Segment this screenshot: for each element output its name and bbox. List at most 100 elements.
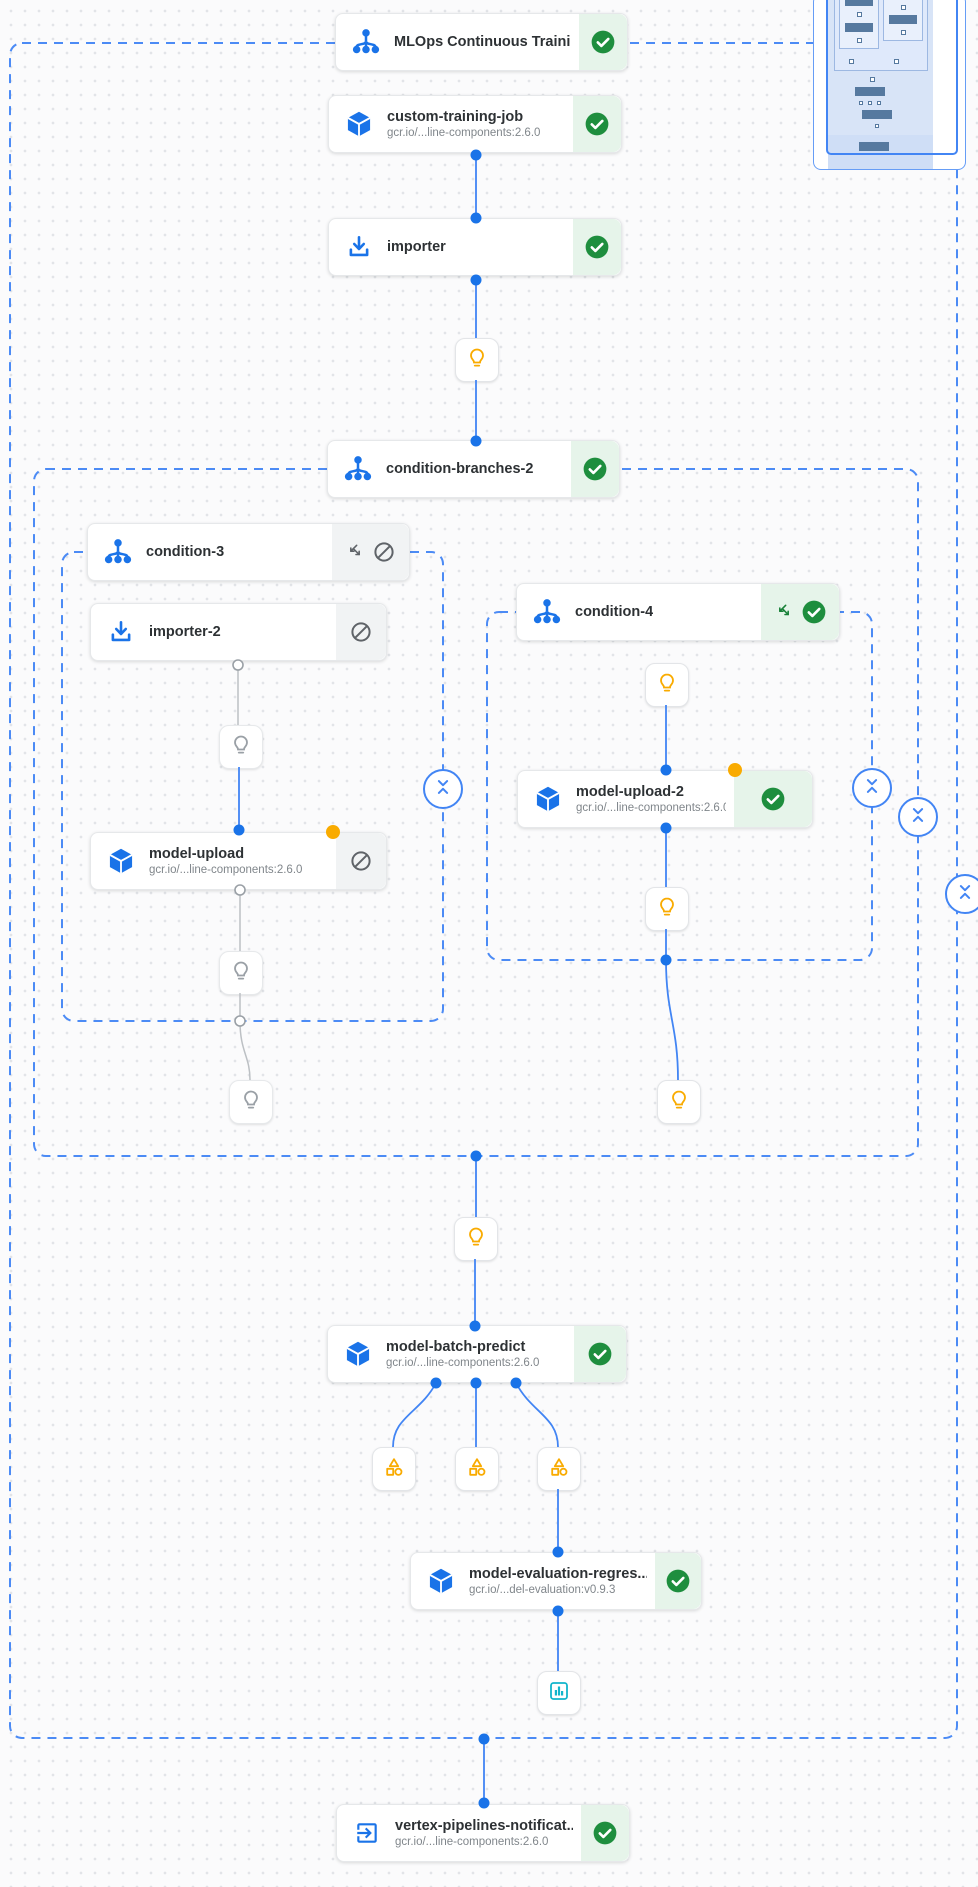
node-importer-2[interactable]: importer-2 <box>90 603 387 661</box>
artifact-bulb-branches-out[interactable] <box>454 1217 498 1261</box>
node-title: model-upload-2 <box>576 783 684 800</box>
cube-icon <box>106 847 136 875</box>
collapse-chevrons-icon <box>432 776 454 803</box>
status-succeeded <box>574 1326 626 1382</box>
lightbulb-icon <box>667 1088 691 1117</box>
collapse-condition-4-button[interactable] <box>852 768 892 808</box>
condition-icon <box>351 27 381 57</box>
minimap-viewport-indicator[interactable] <box>826 0 958 155</box>
artifact-shapes-1[interactable] <box>372 1447 416 1491</box>
cube-icon <box>426 1567 456 1595</box>
minimap[interactable] <box>813 0 966 170</box>
collapse-chevrons-icon <box>954 881 976 908</box>
minimap-artifact-square <box>901 30 906 35</box>
status-succeeded <box>573 96 621 152</box>
artifact-bulb-condition4-out[interactable] <box>657 1080 701 1124</box>
check-circle-icon <box>585 235 609 259</box>
artifact-bulb-after-importer[interactable] <box>455 338 499 382</box>
node-title: custom-training-job <box>387 108 524 125</box>
skipped-icon <box>374 542 394 562</box>
node-subtitle: gcr.io/...line-components:2.6.0 <box>386 1356 540 1369</box>
node-subtitle: gcr.io/...line-components:2.6.0 <box>387 126 541 139</box>
minimap-node-bar <box>845 23 873 32</box>
node-custom-training-job[interactable]: custom-training-job gcr.io/...line-compo… <box>328 95 622 153</box>
minimap-node-bar <box>889 15 917 24</box>
status-succeeded <box>579 14 627 70</box>
check-circle-icon <box>591 30 615 54</box>
check-circle-icon <box>761 787 785 811</box>
status-succeeded <box>573 219 621 275</box>
node-condition-branches-2[interactable]: condition-branches-2 <box>327 440 620 498</box>
minimap-node-bar <box>845 0 873 6</box>
status-succeeded <box>655 1553 701 1609</box>
artifact-bulb-condition3-out[interactable] <box>229 1080 273 1124</box>
status-skipped <box>332 524 409 580</box>
condition-icon <box>532 597 562 627</box>
check-circle-icon <box>588 1342 612 1366</box>
node-title: vertex-pipelines-notificat... <box>395 1817 573 1834</box>
artifact-shapes-2[interactable] <box>455 1447 499 1491</box>
branch-split-icon <box>778 604 789 616</box>
node-title: condition-4 <box>575 604 654 620</box>
status-succeeded <box>734 771 812 827</box>
node-importer[interactable]: importer <box>328 218 622 276</box>
node-title: condition-3 <box>146 544 225 560</box>
node-subtitle: gcr.io/...line-components:2.6.0 <box>149 863 303 876</box>
metrics-icon <box>547 1679 571 1708</box>
collapse-chevrons-icon <box>907 804 929 831</box>
check-circle-icon <box>585 112 609 136</box>
collapse-pipeline-button[interactable] <box>945 874 978 914</box>
node-title: MLOps Continuous Traini... <box>394 34 571 50</box>
node-mlops-root[interactable]: MLOps Continuous Traini... <box>335 13 628 71</box>
lightbulb-icon <box>229 959 253 988</box>
artifact-bulb-after-model-upload-2[interactable] <box>645 887 689 931</box>
node-subtitle: gcr.io/...line-components:2.6.0 <box>395 1835 549 1848</box>
check-circle-icon <box>802 600 825 624</box>
node-vertex-pipelines-notification[interactable]: vertex-pipelines-notificat... gcr.io/...… <box>336 1804 630 1862</box>
artifact-shapes-3[interactable] <box>537 1447 581 1491</box>
collapse-chevrons-icon <box>861 775 883 802</box>
lightbulb-icon <box>239 1088 263 1117</box>
node-subtitle: gcr.io/...del-evaluation:v0.9.3 <box>469 1583 616 1596</box>
collapse-condition-3-button[interactable] <box>423 769 463 809</box>
collapse-condition-branches-2-button[interactable] <box>898 797 938 837</box>
status-succeeded <box>571 441 619 497</box>
skipped-icon <box>351 851 371 871</box>
cube-icon <box>344 110 374 138</box>
status-succeeded <box>581 1805 629 1861</box>
condition-icon <box>103 537 133 567</box>
cube-icon <box>533 785 563 813</box>
node-condition-3[interactable]: condition-3 <box>87 523 410 581</box>
node-model-batch-predict[interactable]: model-batch-predict gcr.io/...line-compo… <box>327 1325 627 1383</box>
skipped-icon <box>351 622 371 642</box>
artifact-bulb-condition4-in[interactable] <box>645 663 689 707</box>
lightbulb-icon <box>229 733 253 762</box>
cube-icon <box>343 1340 373 1368</box>
lightbulb-icon <box>464 1225 488 1254</box>
import-icon <box>344 234 374 260</box>
node-model-evaluation-regression[interactable]: model-evaluation-regres... gcr.io/...del… <box>410 1552 702 1610</box>
node-title: model-evaluation-regres... <box>469 1565 647 1582</box>
artifact-bulb-after-importer-2[interactable] <box>219 725 263 769</box>
exit-icon <box>352 1820 382 1846</box>
lightbulb-icon <box>465 346 489 375</box>
minimap-artifact-square <box>857 12 862 17</box>
lightbulb-icon <box>655 895 679 924</box>
node-condition-4[interactable]: condition-4 <box>516 583 840 641</box>
node-title: condition-branches-2 <box>386 461 534 477</box>
condition-icon <box>343 454 373 484</box>
node-title: model-batch-predict <box>386 1338 526 1355</box>
status-skipped <box>336 833 386 889</box>
minimap-artifact-square <box>901 5 906 10</box>
artifact-bulb-after-model-upload[interactable] <box>219 951 263 995</box>
shapes-icon <box>547 1455 571 1484</box>
shapes-icon <box>382 1455 406 1484</box>
branch-split-icon <box>350 544 360 556</box>
node-model-upload-2[interactable]: model-upload-2 gcr.io/...line-components… <box>517 770 813 828</box>
status-skipped <box>336 604 386 660</box>
check-circle-icon <box>593 1821 617 1845</box>
node-model-upload[interactable]: model-upload gcr.io/...line-components:2… <box>90 832 387 890</box>
artifact-metrics[interactable] <box>537 1671 581 1715</box>
check-circle-icon <box>583 457 607 481</box>
